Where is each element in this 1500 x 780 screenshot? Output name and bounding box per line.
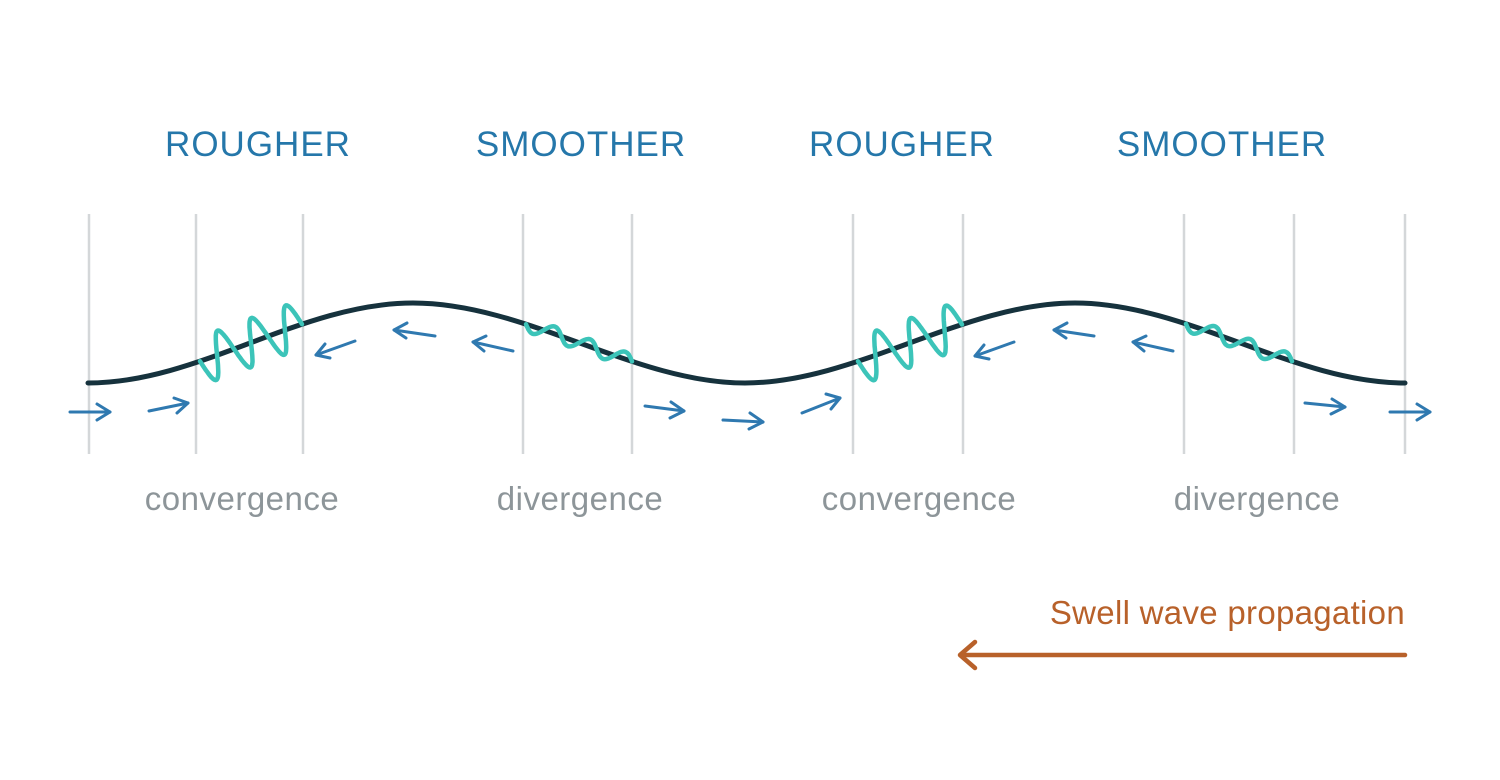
rough-ripple	[197, 303, 305, 383]
current-arrow-right-icon	[721, 411, 765, 431]
bottom-label-convergence-2: convergence	[822, 480, 1016, 517]
swell-wave-line	[85, 300, 1408, 386]
current-arrow-left-icon	[1052, 321, 1096, 340]
bottom-label-divergence-1: divergence	[497, 480, 663, 517]
current-arrow-right-icon	[1388, 402, 1432, 422]
current-arrow-right-icon	[1303, 397, 1347, 416]
top-label-smoother-1: SMOOTHER	[476, 125, 686, 164]
bottom-label-divergence-2: divergence	[1174, 480, 1340, 517]
current-arrows-left	[314, 321, 1175, 361]
rough-ripple	[855, 303, 965, 383]
current-arrow-right-icon	[68, 402, 112, 422]
current-arrows-right	[68, 392, 1432, 431]
current-arrow-right-icon	[147, 396, 190, 415]
guide-lines	[87, 214, 1407, 454]
current-arrow-left-icon	[392, 321, 437, 340]
current-arrow-right-icon	[800, 392, 842, 415]
current-arrow-left-icon	[973, 340, 1016, 361]
current-arrow-left-icon	[471, 334, 515, 353]
smooth-ripple	[523, 321, 635, 364]
top-label-smoother-2: SMOOTHER	[1117, 125, 1327, 164]
bottom-label-convergence-1: convergence	[145, 480, 339, 517]
propagation-label: Swell wave propagation	[1050, 594, 1405, 631]
smooth-ripple	[1183, 321, 1295, 364]
top-label-rougher-1: ROUGHER	[165, 125, 351, 164]
current-arrow-right-icon	[643, 400, 686, 420]
propagation-arrow-left-icon	[957, 639, 1408, 671]
top-label-rougher-2: ROUGHER	[809, 125, 995, 164]
current-arrow-left-icon	[1131, 334, 1175, 353]
current-arrow-left-icon	[314, 339, 357, 360]
